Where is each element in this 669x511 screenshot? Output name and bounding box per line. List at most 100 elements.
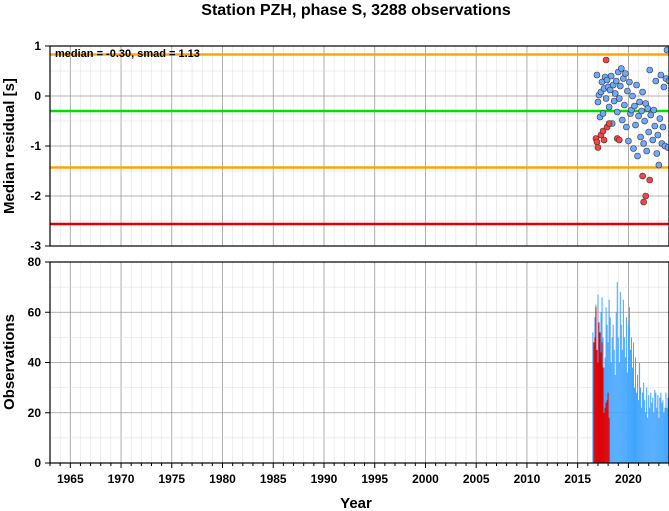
residual-point [650, 106, 658, 114]
median-annotation: median = -0.30, smad = 1.13 [55, 48, 200, 60]
observation-bar [663, 412, 665, 463]
observation-bar [601, 342, 603, 463]
observations-y-tick-label: 80 [28, 255, 42, 269]
observation-bar [657, 395, 659, 463]
residual-point [639, 172, 646, 180]
residual-point [631, 102, 638, 110]
residual-panel: 10-1-2-3 median = -0.30, smad = 1.13 Med… [1, 39, 669, 253]
observation-bar [606, 400, 608, 463]
observation-bar [653, 412, 655, 463]
observation-bar [659, 397, 661, 463]
observation-bar [624, 357, 626, 463]
observation-bar [650, 392, 652, 463]
residual-point [663, 46, 669, 54]
residual-point [665, 77, 669, 85]
observation-bar [598, 322, 600, 463]
observations-y-tick-label: 60 [28, 305, 42, 319]
residual-point [605, 103, 613, 111]
residual-point [623, 123, 630, 131]
residual-point [593, 71, 601, 79]
observation-bar [610, 362, 612, 463]
residual-point [616, 82, 624, 90]
observation-bar [605, 307, 607, 463]
observation-bar [593, 342, 595, 463]
residual-point [643, 147, 650, 155]
residual-point [657, 71, 665, 79]
observation-bar [596, 349, 598, 463]
observation-bar [666, 407, 668, 463]
observations-bars [592, 282, 669, 463]
observation-bar [661, 402, 663, 463]
observation-bar [608, 299, 610, 463]
residual-point [593, 138, 601, 146]
residual-point [635, 112, 642, 120]
residual-point [622, 70, 629, 77]
observation-bar [654, 390, 656, 463]
observation-bar [645, 412, 647, 463]
observation-bar [600, 352, 602, 463]
observation-bar [606, 324, 608, 463]
observation-bar [602, 367, 604, 463]
observation-bar [652, 397, 654, 463]
x-axis-label: Year [340, 495, 372, 511]
observation-bar [651, 402, 653, 463]
residual-y-tick-label: -2 [30, 189, 41, 203]
observations-frame [49, 261, 669, 464]
residual-point [640, 198, 647, 206]
residual-point [594, 144, 602, 151]
observation-bar [608, 417, 610, 463]
observation-bar [638, 400, 640, 463]
observation-bar [649, 407, 651, 463]
residual-point [615, 95, 623, 102]
observation-bar [597, 362, 599, 463]
observation-bar [631, 367, 633, 463]
residual-frame [49, 45, 669, 247]
residual-point [647, 111, 655, 119]
observation-bar [644, 400, 646, 463]
residual-point [602, 95, 610, 102]
residual-point [664, 144, 669, 151]
observation-bar [614, 375, 616, 463]
residual-point [602, 56, 610, 64]
residual-point [615, 136, 623, 144]
observations-y-tick-label: 40 [28, 356, 42, 370]
residual-point [594, 98, 602, 106]
observation-bar [632, 342, 634, 463]
residual-point [629, 92, 636, 100]
observation-bar [612, 324, 614, 463]
observation-bar [618, 362, 620, 463]
residual-point [612, 77, 620, 85]
observation-bar [655, 392, 657, 463]
residual-point [634, 152, 641, 160]
x-tick-label: 1965 [57, 472, 84, 486]
observation-bar [622, 299, 624, 463]
observation-bar [613, 349, 615, 463]
residual-point [606, 86, 614, 94]
observation-bar [604, 407, 606, 463]
x-tick-label: 1990 [311, 472, 338, 486]
observation-bar [660, 392, 662, 463]
residual-point [621, 101, 628, 109]
observation-bar [628, 307, 630, 463]
observation-bar [626, 372, 628, 463]
observation-bar [639, 362, 641, 463]
residual-point [659, 123, 667, 131]
residual-point [652, 77, 660, 85]
residual-point [611, 90, 619, 97]
observation-bar [625, 317, 627, 463]
residual-point [633, 81, 640, 89]
observation-bar [607, 392, 609, 463]
residual-point [653, 150, 661, 157]
residual-point [599, 127, 607, 135]
residual-point [654, 131, 662, 139]
x-tick-label: 2000 [412, 472, 439, 486]
observation-bar [640, 387, 642, 463]
residual-y-tick-label: -3 [30, 239, 41, 253]
observation-bar [665, 392, 667, 463]
observation-bar [616, 282, 618, 463]
observation-bar [611, 337, 613, 463]
residual-point [646, 176, 654, 184]
